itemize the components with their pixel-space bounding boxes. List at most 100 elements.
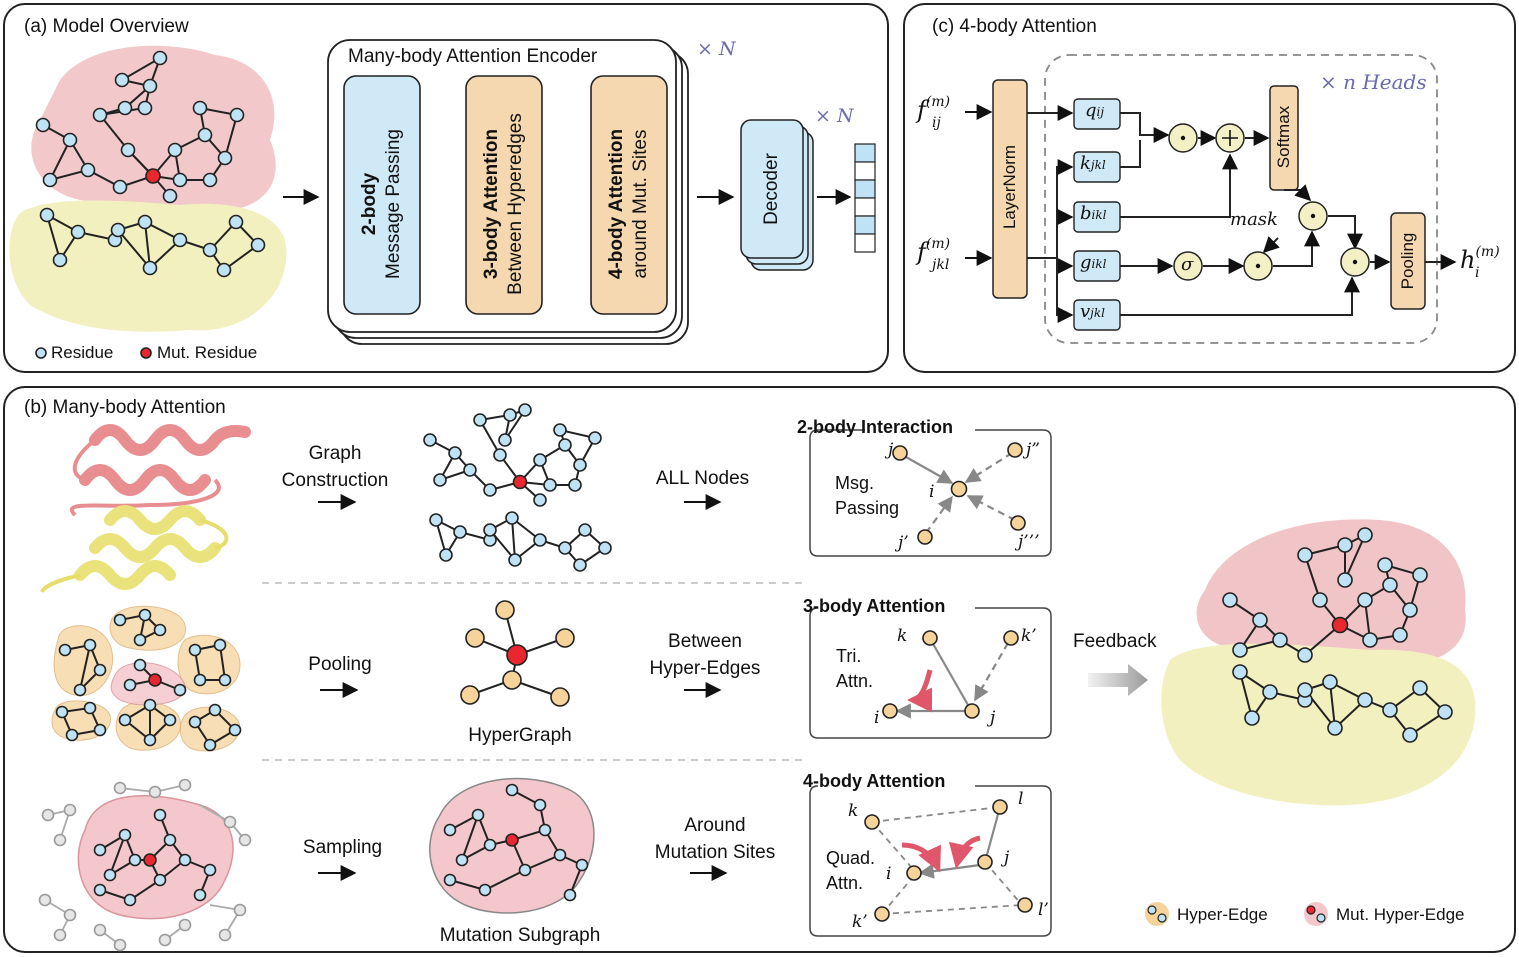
block-3body	[465, 75, 543, 315]
ribbon-protein	[40, 424, 251, 594]
b-base: b	[1080, 203, 1092, 224]
heads-label: × n Heads	[1320, 70, 1427, 94]
legend-residue-dot	[35, 347, 47, 359]
heads-dashed-box	[1044, 54, 1438, 344]
b-label: bikl	[1080, 203, 1106, 224]
legend-hyper-edge-icon	[1145, 902, 1169, 926]
v-label: vjkl	[1080, 301, 1105, 322]
row2-step-label: Pooling	[308, 654, 372, 675]
b-sub: ikl	[1091, 208, 1107, 222]
block-2body	[343, 75, 421, 315]
3body-attention-diagram	[882, 630, 1019, 719]
block-4body	[590, 75, 668, 315]
row2-target-label: Between Hyper-Edges	[649, 631, 761, 679]
k-label: kjkl	[1080, 153, 1106, 174]
row1-target-label: ALL Nodes	[655, 468, 750, 489]
box-4body-title: 4-body Attention	[803, 771, 946, 791]
decoder-repeat-label: × N	[815, 105, 854, 127]
box-2body-text: Msg. Passing	[835, 473, 900, 518]
box-2body-title: 2-body Interaction	[797, 417, 954, 437]
q-base: q	[1085, 100, 1097, 121]
row2-caption: HyperGraph	[468, 725, 572, 746]
box-4body	[809, 785, 1052, 937]
output-h-sub: i	[1475, 265, 1480, 281]
g-base: g	[1080, 252, 1092, 273]
input-f-jkl-sup: (m)	[925, 236, 951, 252]
panel-c-ops	[1168, 123, 1370, 281]
node-i-3body: i	[874, 708, 880, 728]
v-base: v	[1080, 301, 1091, 322]
node-j: j	[888, 440, 894, 460]
input-f-ij-sup: (m)	[925, 94, 951, 110]
node-k-4body: k	[848, 801, 859, 821]
node-j-3body: j	[990, 708, 996, 728]
feedback-protein	[1161, 519, 1476, 806]
v-sub: jkl	[1090, 306, 1106, 320]
4body-attention-diagram	[864, 799, 1033, 922]
sigma-label: σ	[1181, 254, 1194, 275]
mutation-subgraph	[429, 777, 595, 914]
panel-a-title: (a) Model Overview	[24, 16, 189, 37]
layernorm-block	[992, 79, 1028, 299]
box-3body	[809, 607, 1052, 739]
output-h: h(m)	[1460, 244, 1500, 274]
legend-hyper-edge-label: Hyper-Edge	[1177, 905, 1268, 924]
panel-b-title: (b) Many-body Attention	[24, 397, 226, 418]
box-2body	[809, 429, 1052, 557]
decoder-block	[740, 119, 804, 259]
input-f-jkl-sub: jkl	[932, 257, 950, 273]
input-f-ij-base: f	[917, 96, 926, 124]
row3-caption: Mutation Subgraph	[439, 925, 601, 946]
k-sub: jkl	[1090, 158, 1106, 172]
mask-label: mask	[1230, 209, 1278, 230]
legend-mut-residue-dot	[140, 347, 152, 359]
row2-pooled-graph	[51, 605, 242, 752]
legend-mut-residue-label: Mut. Residue	[157, 343, 258, 362]
q-sub: ij	[1096, 105, 1105, 119]
box-3body-text: Tri. Attn.	[836, 646, 874, 691]
node-i-4body: i	[886, 864, 892, 884]
node-k-prime-4body: k’	[852, 912, 868, 932]
node-k: k	[897, 626, 908, 646]
k-base: k	[1080, 153, 1091, 174]
g-label: gikl	[1080, 252, 1106, 273]
encoder-repeat-label: × N	[697, 38, 736, 60]
input-f-jkl-base: f	[917, 238, 926, 266]
2body-interaction-diagram	[892, 442, 1026, 545]
node-l: l	[1018, 789, 1024, 809]
legend-mut-hyper-edge-icon	[1304, 902, 1328, 926]
output-vector	[854, 143, 876, 253]
g-sub: ikl	[1091, 257, 1107, 271]
node-j-double: j”	[1026, 440, 1040, 460]
node-j-prime: j’	[898, 533, 909, 553]
residue-graph-a	[35, 50, 266, 278]
node-j-4body: j	[1004, 848, 1010, 868]
row1-residue-graph	[423, 403, 612, 572]
row3-sampling-graph	[38, 778, 252, 952]
legend-mut-hyper-edge-label: Mut. Hyper-Edge	[1336, 905, 1465, 924]
row3-target-label: Around Mutation Sites	[654, 815, 776, 863]
input-f-jkl: f(m)	[917, 236, 951, 266]
feedback-arrow	[1088, 664, 1148, 696]
input-f-ij-sub: ij	[932, 115, 941, 131]
legend-residue-label: Residue	[51, 343, 114, 362]
hypergraph	[460, 600, 575, 707]
box-4body-text: Quad. Attn.	[826, 848, 876, 893]
node-i-2body: i	[929, 482, 935, 502]
node-j-triple: j’’’	[1018, 532, 1040, 552]
row3-step-label: Sampling	[302, 837, 383, 858]
encoder-title: Many-body Attention Encoder	[348, 46, 598, 67]
panel-c-wires	[965, 104, 1457, 323]
output-h-base: h	[1460, 246, 1476, 274]
output-h-sup: (m)	[1475, 244, 1500, 260]
row1-step-label: Graph Construction	[281, 443, 389, 491]
box-3body-title: 3-body Attention	[803, 596, 946, 616]
feedback-label: Feedback	[1073, 631, 1157, 652]
node-l-prime: l’	[1038, 900, 1049, 920]
input-f-ij: f(m)	[917, 94, 951, 124]
q-label: qij	[1085, 100, 1104, 121]
